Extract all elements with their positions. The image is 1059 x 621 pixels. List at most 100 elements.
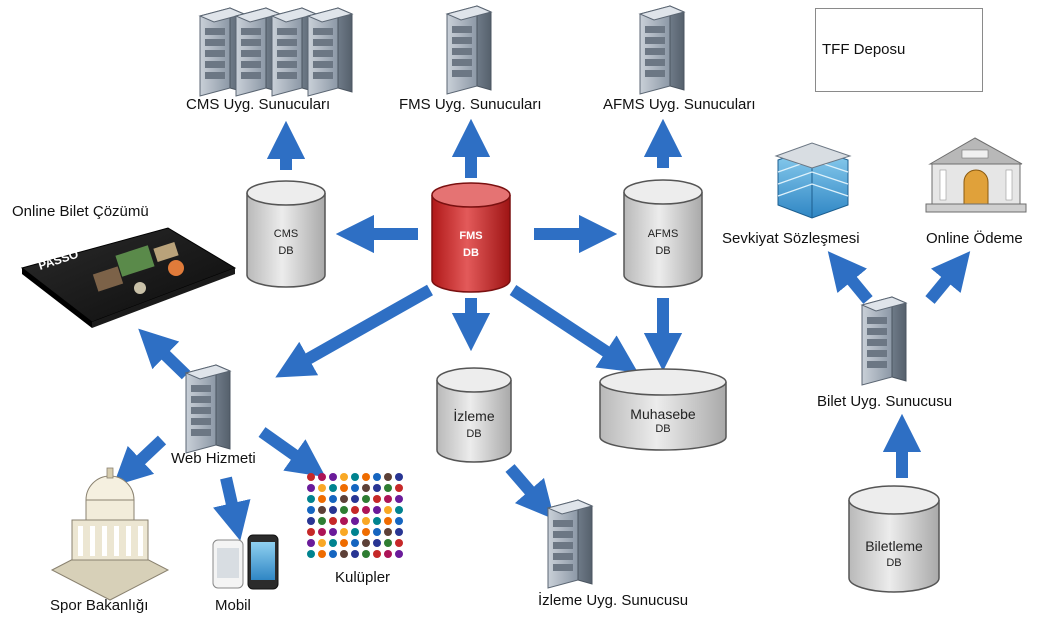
club-badge [351, 506, 359, 514]
monitor-server-label: İzleme Uyg. Sunucusu [538, 592, 689, 609]
club-badge [395, 539, 403, 547]
club-badge [340, 506, 348, 514]
monitor-db-cylinder [436, 367, 512, 463]
club-badge [395, 484, 403, 492]
club-badge [362, 473, 370, 481]
web-service-label: Web Hizmeti [171, 450, 256, 467]
club-badge [395, 517, 403, 525]
club-badge [329, 484, 337, 492]
club-badge [351, 473, 359, 481]
online-ticket-label: Online Bilet Çözümü [12, 203, 149, 220]
connection-arrows [113, 118, 971, 541]
club-badge [384, 517, 392, 525]
arrow-web-to-mobile [213, 476, 251, 541]
ticket-server-label: Bilet Uyg. Sunucusu [817, 393, 953, 410]
arrow-server-to-payment [925, 251, 971, 304]
club-badge [362, 528, 370, 536]
club-badge [307, 506, 315, 514]
club-badge [307, 473, 315, 481]
arrow-web-to-ministry [113, 435, 167, 487]
bank-icon [925, 137, 1027, 213]
club-badge [329, 495, 337, 503]
club-badge [307, 517, 315, 525]
accounting-db-cylinder [599, 368, 727, 451]
club-badge [373, 473, 381, 481]
passo-card-image: PASSO [20, 227, 237, 328]
afms-server-icon [639, 5, 685, 95]
cms-db-label-2: DB [278, 245, 293, 257]
afms-db-cylinder [623, 179, 703, 288]
club-badge [307, 550, 315, 558]
club-badge [307, 495, 315, 503]
afms-servers-label: AFMS Uyg. Sunucuları [603, 96, 756, 113]
club-badge [373, 539, 381, 547]
club-badge [307, 484, 315, 492]
fms-db-label-2: DB [463, 247, 479, 259]
club-badge [384, 539, 392, 547]
club-badge [395, 495, 403, 503]
club-badge [351, 528, 359, 536]
club-badge [351, 517, 359, 525]
ticketing-db-label-2: DB [886, 557, 901, 569]
club-badge [373, 550, 381, 558]
db-labels: CMS DB FMS DB AFMS DB İzleme DB Muhasebe… [274, 228, 923, 569]
monitor-db-label-1: İzleme [453, 407, 494, 424]
government-building-icon [50, 467, 170, 601]
fms-servers-label: FMS Uyg. Sunucuları [399, 96, 542, 113]
club-badge [307, 528, 315, 536]
afms-db-label-1: AFMS [648, 228, 679, 240]
club-badge [318, 495, 326, 503]
arrow-web-to-ticket [138, 328, 191, 380]
club-badge [340, 495, 348, 503]
club-badge [373, 506, 381, 514]
cms-servers-label: CMS Uyg. Sunucuları [186, 96, 331, 113]
monitor-db-label-2: DB [466, 428, 481, 440]
cms-db-label-1: CMS [274, 228, 298, 240]
ticketing-db-label-1: Biletleme [865, 538, 923, 554]
accounting-db-label-1: Muhasebe [630, 406, 696, 422]
club-badge [329, 550, 337, 558]
club-badge [362, 539, 370, 547]
online-payment-label: Online Ödeme [926, 230, 1023, 247]
tff-depot-box [815, 8, 983, 92]
accounting-db-label-2: DB [655, 423, 670, 435]
mobile-label: Mobil [215, 597, 251, 614]
club-badge [318, 539, 326, 547]
club-badge [351, 484, 359, 492]
shipping-contract-label: Sevkiyat Sözleşmesi [722, 230, 860, 247]
arrow-fms-to-web [275, 284, 433, 378]
arrow-monitor-to-server [505, 464, 555, 520]
club-badge [318, 484, 326, 492]
club-badge [384, 484, 392, 492]
club-badge [351, 495, 359, 503]
club-badge [362, 506, 370, 514]
ministry-label: Spor Bakanlığı [50, 597, 149, 614]
tff-depot-label: TFF Deposu [822, 41, 906, 58]
club-badge [329, 473, 337, 481]
club-badge [384, 528, 392, 536]
club-badge [373, 495, 381, 503]
club-badge [362, 484, 370, 492]
club-badge [329, 528, 337, 536]
club-badge [318, 528, 326, 536]
arrow-server-to-shipping [827, 251, 873, 304]
club-badge [362, 517, 370, 525]
club-badge [340, 550, 348, 558]
club-badge [340, 473, 348, 481]
club-badge [395, 473, 403, 481]
fms-server-icon [446, 5, 492, 95]
club-badge [362, 550, 370, 558]
club-badge [373, 484, 381, 492]
club-badge [318, 473, 326, 481]
mobile-devices-icon [212, 534, 279, 590]
club-badge [384, 550, 392, 558]
club-badge [384, 473, 392, 481]
afms-db-label-2: DB [655, 245, 670, 257]
ticket-server-icon [861, 296, 907, 386]
club-badge [362, 495, 370, 503]
arrow-web-to-clubs [258, 427, 326, 478]
club-badge [373, 517, 381, 525]
cms-server-cluster [199, 7, 353, 97]
club-badge [318, 517, 326, 525]
